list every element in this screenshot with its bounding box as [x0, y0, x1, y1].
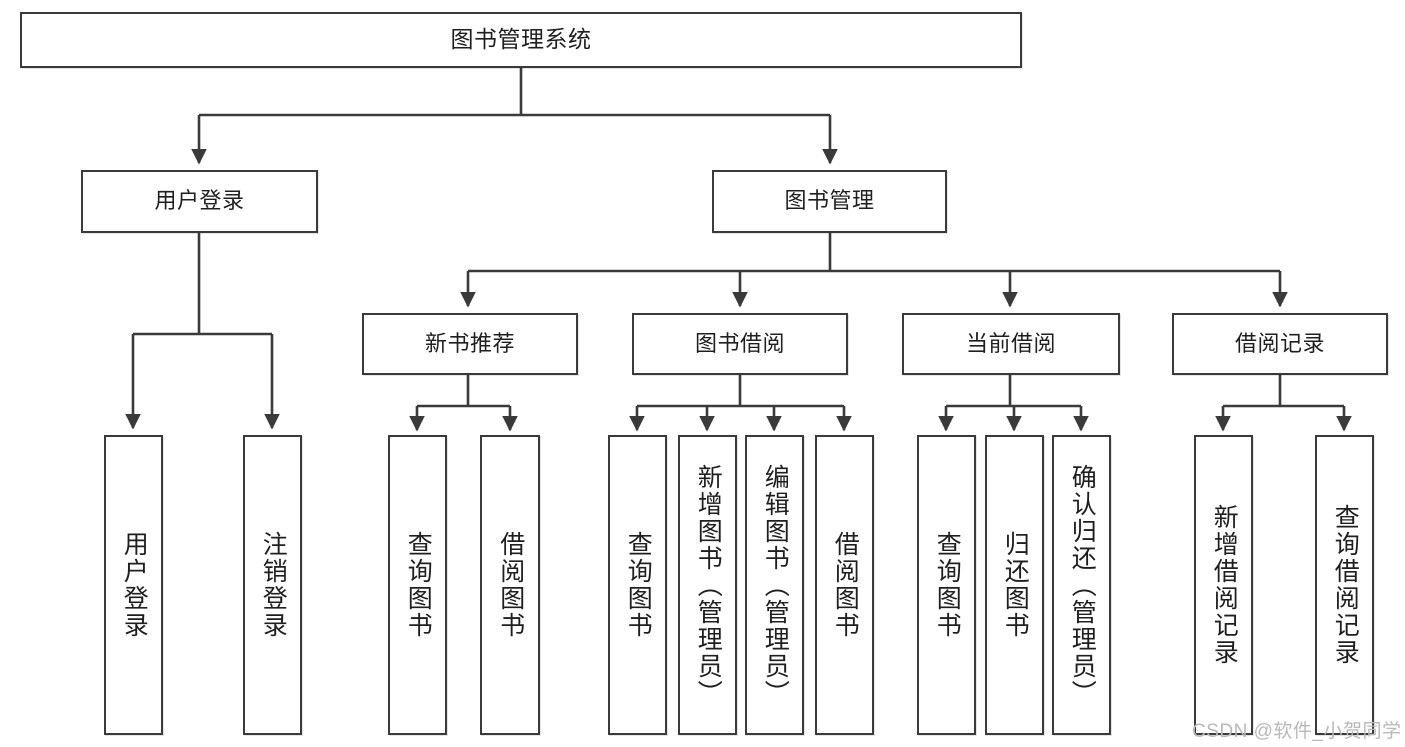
node-label: 编辑图书（管理员）	[761, 463, 790, 707]
node-label: 借阅图书	[831, 531, 860, 639]
node-label: 确认归还（管理员）	[1068, 463, 1097, 707]
node-leaf-return-book[interactable]: 归还图书	[985, 435, 1044, 735]
node-label: 借阅图书	[496, 531, 525, 639]
node-current-borrow[interactable]: 当前借阅	[902, 313, 1120, 375]
node-book-management[interactable]: 图书管理	[712, 170, 947, 233]
node-label: 查询图书	[933, 531, 962, 639]
node-leaf-user-login[interactable]: 用户登录	[104, 435, 163, 735]
node-label: 新书推荐	[424, 330, 515, 356]
node-leaf-confirm-return-admin[interactable]: 确认归还（管理员）	[1052, 435, 1111, 735]
node-leaf-query-book-borrow[interactable]: 查询图书	[608, 435, 667, 735]
node-label: 新增借阅记录	[1210, 504, 1239, 666]
node-label: 借阅记录	[1234, 330, 1325, 356]
node-leaf-edit-book-admin[interactable]: 编辑图书（管理员）	[745, 435, 804, 735]
node-leaf-query-borrow-record[interactable]: 查询借阅记录	[1315, 435, 1374, 735]
node-user-login[interactable]: 用户登录	[81, 170, 318, 233]
node-new-book-recommend[interactable]: 新书推荐	[362, 313, 578, 375]
node-label: 用户登录	[120, 531, 149, 639]
node-label: 注销登录	[259, 531, 288, 639]
node-root-book-management-system[interactable]: 图书管理系统	[20, 12, 1022, 68]
node-leaf-query-book-current[interactable]: 查询图书	[917, 435, 976, 735]
node-leaf-query-book-new[interactable]: 查询图书	[388, 435, 447, 735]
node-label: 图书管理	[784, 188, 875, 214]
node-label: 图书借阅	[694, 330, 785, 356]
node-leaf-add-book-admin[interactable]: 新增图书（管理员）	[678, 435, 737, 735]
node-label: 当前借阅	[965, 330, 1056, 356]
node-label: 查询图书	[404, 531, 433, 639]
node-label: 归还图书	[1001, 531, 1030, 639]
node-leaf-logout[interactable]: 注销登录	[243, 435, 302, 735]
node-label: 用户登录	[154, 188, 245, 214]
node-leaf-borrow-book[interactable]: 借阅图书	[815, 435, 874, 735]
csdn-watermark: CSDN @软件_小贺同学	[1192, 721, 1402, 742]
node-book-borrow[interactable]: 图书借阅	[632, 313, 848, 375]
node-leaf-add-borrow-record[interactable]: 新增借阅记录	[1194, 435, 1253, 735]
node-borrow-record[interactable]: 借阅记录	[1172, 313, 1388, 375]
node-label: 查询图书	[624, 531, 653, 639]
node-label: 查询借阅记录	[1331, 504, 1360, 666]
node-label: 图书管理系统	[450, 26, 592, 53]
node-leaf-borrow-book-new[interactable]: 借阅图书	[480, 435, 540, 735]
node-label: 新增图书（管理员）	[694, 463, 723, 707]
